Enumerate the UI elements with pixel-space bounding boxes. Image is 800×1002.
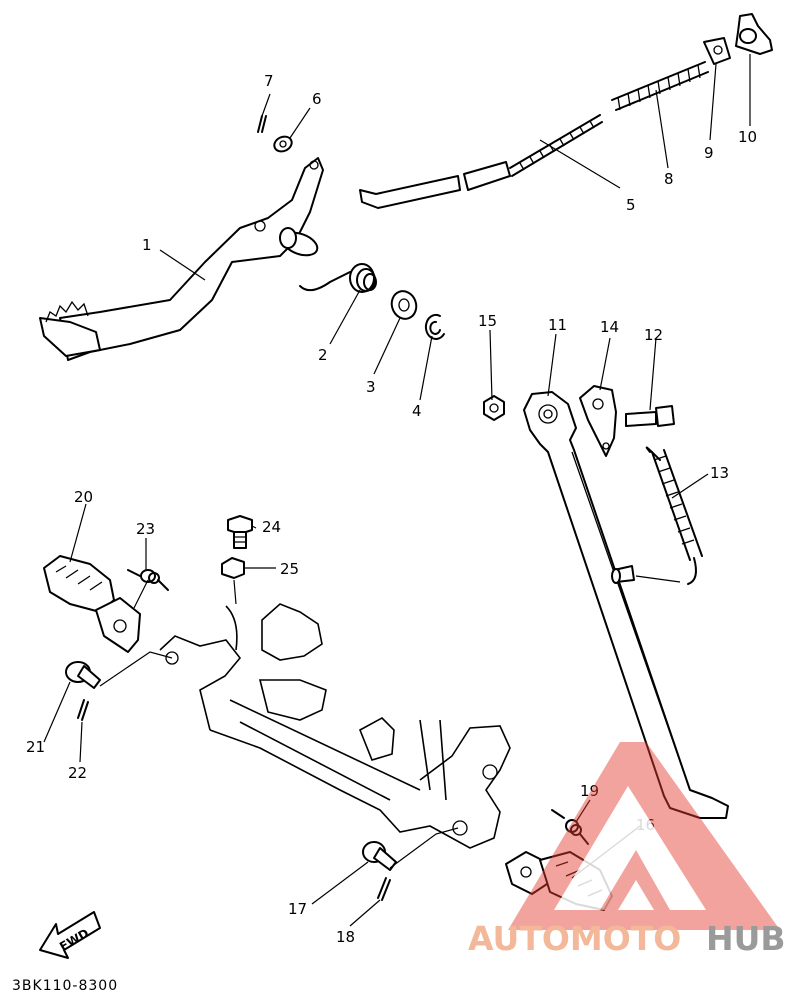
label-part-2: 2 — [318, 346, 328, 364]
watermark-text: AUTOMOTO HUB — [468, 919, 786, 958]
label-part-21: 21 — [26, 738, 45, 756]
sidestand — [523, 391, 729, 819]
footrest-spring-left — [127, 569, 169, 591]
label-part-25: 25 — [280, 560, 299, 578]
pivot-bolt — [625, 405, 675, 427]
circlip — [424, 313, 445, 340]
pivot-washer — [390, 290, 418, 320]
leader-lines — [43, 54, 751, 927]
label-part-14: 14 — [600, 318, 619, 336]
mount-bolt — [227, 515, 253, 549]
fwd-arrow-icon: FWD — [39, 911, 101, 959]
part-labels: 1 2 3 4 5 6 7 8 9 10 11 12 13 14 15 16 1… — [26, 72, 757, 946]
label-part-24: 24 — [262, 518, 281, 536]
label-part-20: 20 — [74, 488, 93, 506]
sidestand-spring — [645, 446, 703, 585]
label-part-11: 11 — [548, 316, 567, 334]
pedal-return-spring — [299, 263, 377, 293]
cotter-pin-left — [77, 699, 89, 721]
washer-small — [273, 135, 293, 153]
label-part-5: 5 — [626, 196, 636, 214]
label-part-15: 15 — [478, 312, 497, 330]
label-part-19: 19 — [580, 782, 599, 800]
spring-pin — [611, 565, 635, 584]
left-footrest — [43, 555, 141, 653]
watermark-brand-part1: AUTOMOTO — [468, 919, 681, 958]
label-part-17: 17 — [288, 900, 307, 918]
label-part-6: 6 — [312, 90, 322, 108]
label-part-13: 13 — [710, 464, 729, 482]
label-part-1: 1 — [142, 236, 152, 254]
footrest-pin-left — [65, 661, 101, 689]
label-part-4: 4 — [412, 402, 422, 420]
label-part-22: 22 — [68, 764, 87, 782]
mount-nut — [221, 557, 245, 579]
drawing-code: 3BK110-8300 — [12, 978, 118, 994]
label-part-9: 9 — [704, 144, 714, 162]
watermark-brand-part2: HUB — [706, 919, 786, 958]
footrest-pin-right — [362, 841, 397, 871]
label-part-10: 10 — [738, 128, 757, 146]
frame-outline — [159, 603, 511, 849]
rod-joint — [703, 37, 731, 65]
label-part-18: 18 — [336, 928, 355, 946]
cotter-pin — [257, 115, 267, 133]
brake-rod — [359, 114, 603, 209]
adjusting-wing-nut — [735, 13, 773, 55]
label-part-8: 8 — [664, 170, 674, 188]
footrest-spring-right — [551, 809, 589, 845]
cotter-pin-right — [377, 877, 391, 901]
brake-pedal — [39, 157, 324, 361]
label-part-3: 3 — [366, 378, 376, 396]
label-part-23: 23 — [136, 520, 155, 538]
brake-rod-spring — [611, 61, 709, 111]
stand-bracket — [579, 385, 617, 457]
label-part-7: 7 — [264, 72, 274, 90]
hex-nut — [483, 395, 505, 421]
label-part-12: 12 — [644, 326, 663, 344]
watermark-logo — [508, 742, 780, 930]
